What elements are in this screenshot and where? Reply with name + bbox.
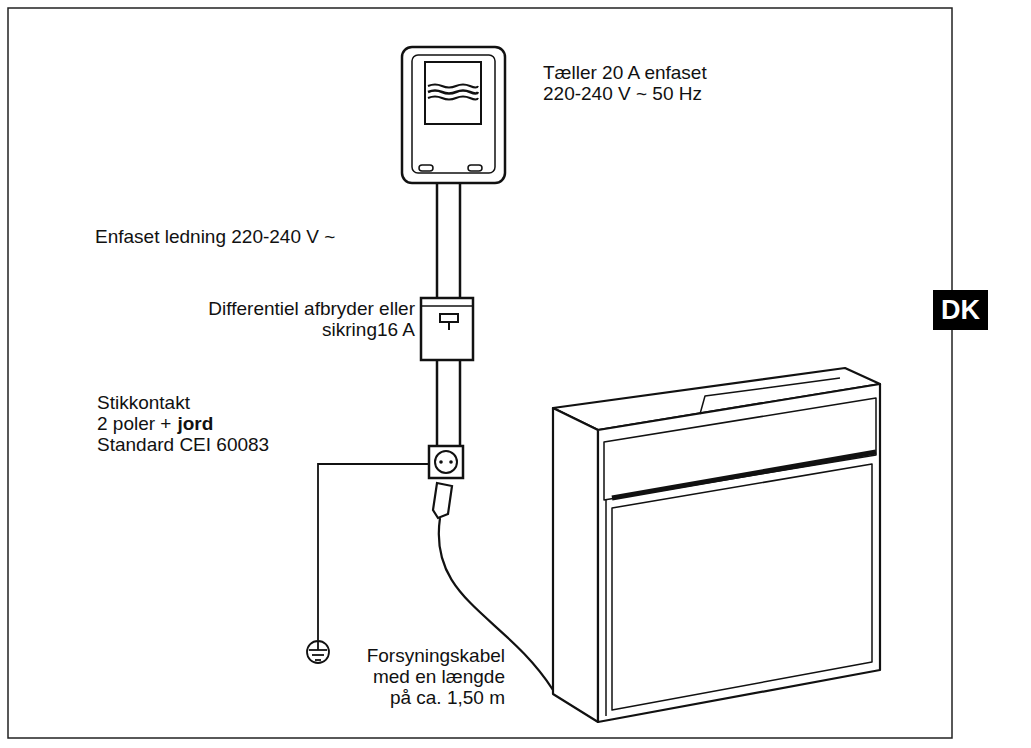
breaker-box: [421, 298, 473, 360]
country-code: DK: [941, 295, 980, 325]
cable-duct: [437, 183, 460, 446]
meter-wave: [428, 85, 478, 88]
earth-stem: [317, 641, 319, 650]
duct-line: [436, 183, 439, 298]
earth-bar: [312, 654, 324, 656]
meter-rating-label: Tæller 20 A enfaset 220-240 V ~ 50 Hz: [543, 62, 743, 104]
electricity-meter: [402, 47, 505, 183]
meter-wave: [428, 91, 478, 94]
breaker-lever: [448, 322, 450, 330]
meter-window: [425, 62, 481, 124]
socket-hole: [449, 460, 453, 464]
country-tag: DK: [933, 290, 988, 330]
socket-plate: [429, 446, 463, 478]
oven: [553, 368, 880, 722]
breaker-switch: [440, 314, 458, 322]
meter-face: [412, 55, 495, 173]
oven-door-edge: [605, 500, 607, 716]
duct-line: [459, 183, 462, 298]
earth-bar: [315, 659, 321, 661]
wall-socket: [429, 446, 463, 478]
socket-standard-label: Standard CEI 60083: [97, 434, 269, 455]
socket-label: Stikkontakt: [97, 392, 190, 413]
breaker-edge: [421, 305, 473, 307]
duct-line: [436, 360, 439, 446]
meter-slot: [419, 165, 433, 171]
oven-front: [598, 384, 880, 722]
earth-label: jord: [177, 413, 213, 434]
supply-cable-label: Forsyningskabel med en længde på ca. 1,5…: [355, 645, 505, 708]
meter-slot: [468, 165, 482, 171]
earth-circle: [307, 641, 329, 663]
oven-door: [612, 464, 872, 710]
socket-poles-label: 2 poler +: [97, 413, 171, 434]
plug: [433, 483, 452, 518]
earth-symbol: [307, 641, 329, 663]
meter-housing: [402, 47, 505, 183]
breaker-label: Differentiel afbryder eller sikring16 A: [165, 298, 415, 340]
duct-line: [459, 360, 462, 446]
circuit-breaker: [421, 298, 473, 360]
frame-border: [8, 8, 952, 738]
socket-hole: [439, 460, 443, 464]
oven-side: [553, 408, 598, 722]
meter-wave: [428, 97, 478, 100]
socket-face: [435, 451, 457, 473]
earth-wire: [318, 464, 429, 640]
cable-label: Enfaset ledning 220-240 V ~: [95, 226, 335, 247]
